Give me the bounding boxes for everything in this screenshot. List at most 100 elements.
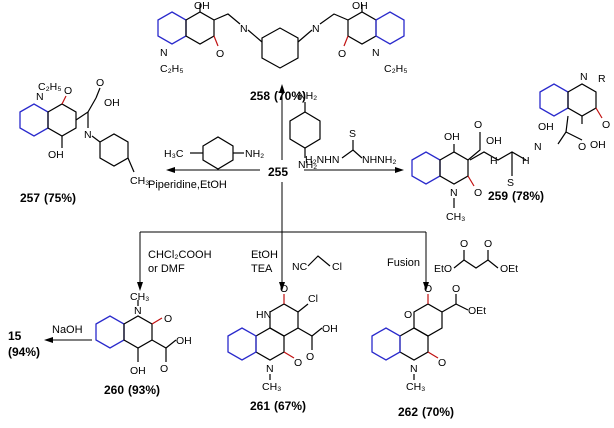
malonate-o2: O: [484, 238, 492, 250]
oh-259-upper: OH: [538, 121, 554, 133]
condition-to-261-line2: TEA: [251, 263, 273, 275]
condition-to-260-line2: or DMF: [148, 263, 185, 275]
reagent-ring: [289, 111, 321, 149]
compound-259-id: 259: [488, 189, 508, 203]
benzo-ring-261: [227, 327, 257, 361]
o-acid-260: O: [160, 363, 168, 375]
reaction-arrows: [44, 84, 429, 343]
benzo-ring-258-left: [157, 11, 187, 45]
compound-255-label: 255: [268, 165, 288, 179]
n-259-lower: N: [450, 187, 458, 199]
oh-260: OH: [130, 365, 146, 377]
condition-to-257: Piperidine,EtOH: [148, 179, 227, 191]
o-261-top: O: [280, 283, 288, 295]
arrowhead-259: [395, 167, 404, 173]
compound-262-id: 262: [398, 405, 418, 419]
n-262: N: [410, 363, 418, 375]
benzo-ring-258-right: [375, 11, 405, 45]
compound-261-id: 261: [250, 399, 270, 413]
n-imine-258-right: N: [312, 23, 320, 35]
o-258-right: O: [338, 48, 346, 60]
n-260: N: [134, 305, 142, 317]
reagent-thiocarbohydrazide: H₂NHN NHNH₂ S: [305, 128, 396, 166]
oh-acid-261: OH: [322, 323, 338, 335]
compound-15: 15 (94%): [8, 329, 40, 359]
compound-260: N CH₃ O O OH OH 260 (93%): [95, 291, 192, 397]
arrowhead-15: [44, 337, 53, 343]
arrowhead-262: [423, 282, 429, 291]
oh-258-left: OH: [194, 0, 210, 12]
o-ester-262: O: [452, 283, 460, 295]
n-261: N: [266, 363, 274, 375]
compound-259: N R O OH N O OH S H H OH O OH O N CH₃ 25…: [411, 71, 610, 223]
n-imine-257: N: [84, 129, 92, 141]
n-258-left: N: [160, 47, 168, 59]
reaction-conditions: Piperidine,EtOH CHCl₂COOH or DMF EtOH TE…: [52, 179, 420, 336]
n-259-upper: N: [580, 71, 588, 83]
arrowhead-261: [279, 282, 285, 291]
compound-257: N C₂H₅ O OH O OH N CH₃ 257 (75%): [19, 77, 149, 205]
ch3-259: CH₃: [446, 211, 465, 223]
benzo-ring-262: [371, 327, 401, 361]
compound-261: HN O Cl O OH O N CH₃ 261 (67%): [227, 283, 338, 413]
compound-261-yield: (67%): [274, 399, 306, 413]
oh-258-right: OH: [352, 0, 368, 12]
oh-acid-259-lower: OH: [486, 135, 502, 147]
arrowhead-260: [137, 282, 143, 291]
o-259-lower: O: [474, 187, 482, 199]
n-257: N: [36, 91, 44, 103]
reagent-p-phenylenediamine: NH₂ NH₂: [289, 90, 321, 171]
h2nhn-label: H₂NHN: [305, 154, 339, 166]
compound-260-yield: (93%): [128, 383, 160, 397]
benzo-ring-260: [95, 315, 125, 349]
o-acid-259-upper: O: [578, 141, 586, 153]
oet-label: OEt: [500, 263, 518, 275]
condition-to-260-line1: CHCl₂COOH: [148, 249, 212, 261]
ch3-261: CH₃: [262, 381, 281, 393]
reagent-chloroacetonitrile: NC Cl: [292, 255, 342, 273]
cl-reagent-label: Cl: [332, 261, 342, 273]
s-259: S: [507, 177, 514, 189]
nc-label: NC: [292, 261, 308, 273]
o-acid-257: O: [96, 77, 104, 89]
compound-15-id: 15: [8, 329, 22, 343]
compound-15-yield: (94%): [8, 345, 40, 359]
compound-258-yield: (70%): [274, 89, 306, 103]
oh-259-lower: OH: [444, 131, 460, 143]
oh-acid-257: OH: [104, 97, 120, 109]
malonate-o1: O: [460, 238, 468, 250]
compound-257-id: 257: [20, 191, 40, 205]
oh-acid-260: OH: [176, 335, 192, 347]
nhnh2-label: NHNH₂: [362, 154, 396, 166]
compound-258: OH N C₂H₅ O N N OH O N C₂H₅ 258 (70%): [157, 0, 407, 103]
o-ring-262: O: [404, 309, 412, 321]
ch3-260: CH₃: [130, 291, 149, 303]
oet-262: OEt: [468, 305, 486, 317]
h3c-label: H₃C: [164, 148, 184, 160]
hn-261: HN: [256, 309, 271, 321]
benzo-ring-259-upper: [539, 83, 569, 117]
n-imine-258-left: N: [240, 23, 248, 35]
o-257: O: [64, 85, 72, 97]
oh-acid-259-upper: OH: [590, 139, 606, 151]
o-262-top: O: [424, 283, 432, 295]
arrowhead-257: [166, 167, 175, 173]
o-acid-259-lower: O: [474, 119, 482, 131]
h-259-b: H: [522, 155, 530, 167]
compound-260-id: 260: [104, 383, 124, 397]
benzo-ring-257: [19, 103, 49, 137]
reagent-p-toluidine: H₃C NH₂: [164, 136, 264, 170]
oh-257: OH: [48, 149, 64, 161]
et-258-right: C₂H₅: [384, 63, 407, 75]
n-258-right: N: [372, 47, 380, 59]
o-260: O: [164, 313, 172, 325]
nh2-bottom: NH₂: [298, 159, 317, 171]
o-acid-261: O: [306, 351, 314, 363]
nh2-toluidine: NH₂: [245, 148, 264, 160]
compound-262-yield: (70%): [422, 405, 454, 419]
et-257: C₂H₅: [38, 81, 61, 93]
compound-262: O O O OEt O N CH₃ 262 (70%): [371, 283, 486, 419]
et-258-left: C₂H₅: [160, 63, 183, 75]
ch3-257: CH₃: [130, 175, 149, 187]
